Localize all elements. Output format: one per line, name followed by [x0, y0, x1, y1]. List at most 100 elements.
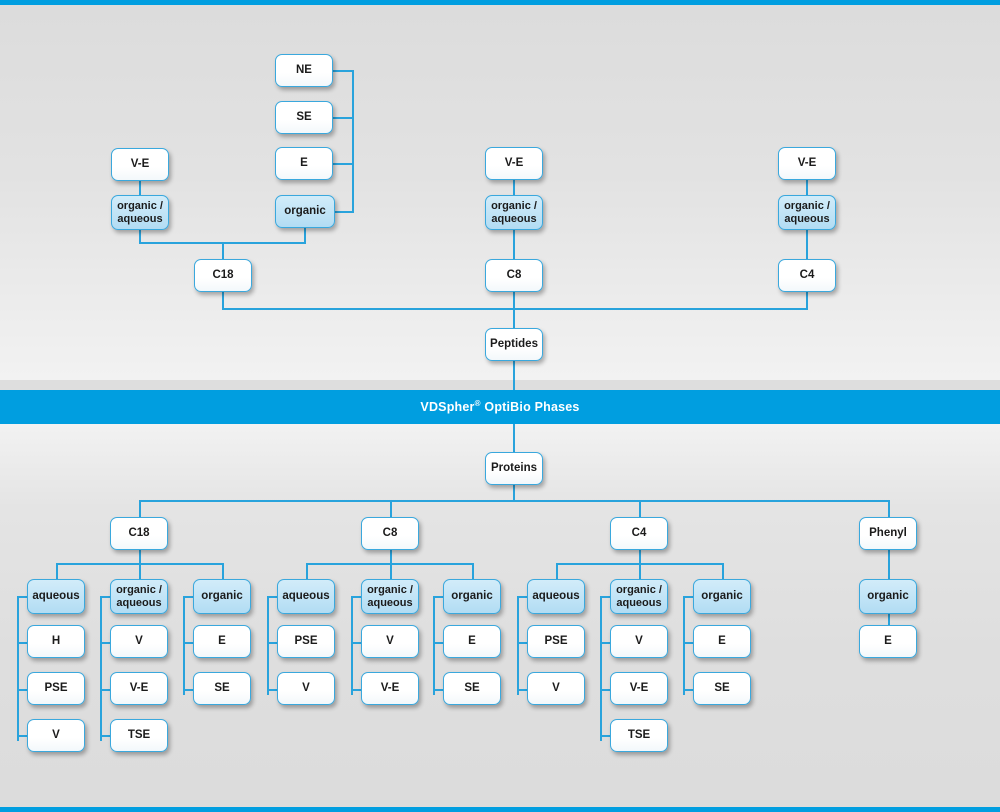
node-top-c4-mode-organic-aqueous[interactable]: organic / aqueous — [778, 195, 836, 230]
connector-c4-to-aqueous — [556, 563, 558, 579]
node-c18-orgaq-item-2[interactable]: TSE — [110, 719, 168, 752]
node-c8-mode-organic-aqueous[interactable]: organic / aqueous — [361, 579, 419, 614]
node-c18-orgaq-item-1[interactable]: V-E — [110, 672, 168, 705]
connector-c8-organic-s1 — [433, 642, 445, 644]
node-top-phase-c18[interactable]: C18 — [194, 259, 252, 292]
connector-c4-aqueous-s2 — [517, 689, 529, 691]
node-c4-mode-organic-aqueous[interactable]: organic / aqueous — [610, 579, 668, 614]
node-bottom-phase-c18[interactable]: C18 — [110, 517, 168, 550]
connector-proteins-bus — [139, 500, 889, 502]
connector-top-c18-bus-to-box — [222, 242, 224, 259]
node-c4-organic-item-0[interactable]: E — [693, 625, 751, 658]
node-c8-orgaq-item-0[interactable]: V — [361, 625, 419, 658]
connector-c18-aqueous-head — [17, 596, 29, 598]
connector-c18-aqueous-s3 — [17, 735, 29, 737]
node-top-c18-org-child-ne[interactable]: NE — [275, 54, 333, 87]
node-c8-orgaq-item-1[interactable]: V-E — [361, 672, 419, 705]
connector-c8-to-orgaq — [390, 563, 392, 579]
connector-c4-orgaq-s1 — [600, 642, 612, 644]
connector-proteins-down — [513, 485, 515, 501]
connector-bus-to-peptides — [513, 308, 515, 328]
connector-c18-orgaq-s2 — [100, 689, 112, 691]
connector-top-c18-oa-down — [139, 230, 141, 243]
node-proteins[interactable]: Proteins — [485, 452, 543, 485]
connector-c8-to-aqueous — [306, 563, 308, 579]
connector-c8-organic-s2 — [433, 689, 445, 691]
connector-c4-orgaq-s2 — [600, 689, 612, 691]
node-c4-mode-organic[interactable]: organic — [693, 579, 751, 614]
connector-c4-organic-s1 — [683, 642, 695, 644]
banner-title: VDSpher® OptiBio Phases — [420, 399, 579, 414]
connector-top-c8-oa-to-phase — [513, 230, 515, 259]
node-top-c18-mode-organic-aqueous[interactable]: organic / aqueous — [111, 195, 169, 230]
connector-c18-down — [139, 550, 141, 564]
node-peptides[interactable]: Peptides — [485, 328, 543, 361]
connector-c8-orgaq-spine — [351, 596, 353, 695]
node-top-c4-oa-child-ve[interactable]: V-E — [778, 147, 836, 180]
section-banner: VDSpher® OptiBio Phases — [0, 390, 1000, 424]
connector-c4-orgaq-spine — [600, 596, 602, 741]
connector-c8-organic-spine — [433, 596, 435, 695]
node-bottom-phase-c8[interactable]: C8 — [361, 517, 419, 550]
node-top-c8-mode-organic-aqueous[interactable]: organic / aqueous — [485, 195, 543, 230]
connector-c8-mode-bus — [306, 563, 473, 565]
connector-c18-orgaq-s1 — [100, 642, 112, 644]
connector-c8-to-organic — [472, 563, 474, 579]
connector-top-c4-to-bus — [806, 292, 808, 309]
connector-c8-aqueous-spine — [267, 596, 269, 695]
connector-c18-aqueous-spine — [17, 596, 19, 741]
connector-c18-organic-spine — [183, 596, 185, 695]
connector-c4-down — [639, 550, 641, 564]
node-c4-orgaq-item-1[interactable]: V-E — [610, 672, 668, 705]
node-c4-aqueous-item-1[interactable]: V — [527, 672, 585, 705]
node-top-c18-org-child-e[interactable]: E — [275, 147, 333, 180]
node-c4-orgaq-item-2[interactable]: TSE — [610, 719, 668, 752]
node-c4-orgaq-item-0[interactable]: V — [610, 625, 668, 658]
connector-c8-organic-head — [433, 596, 445, 598]
node-top-c18-mode-organic[interactable]: organic — [275, 195, 335, 228]
node-c18-mode-organic-aqueous[interactable]: organic / aqueous — [110, 579, 168, 614]
node-c8-aqueous-item-0[interactable]: PSE — [277, 625, 335, 658]
node-c8-mode-aqueous[interactable]: aqueous — [277, 579, 335, 614]
node-c8-aqueous-item-1[interactable]: V — [277, 672, 335, 705]
connector-top-organic-stub — [335, 211, 354, 213]
node-c18-orgaq-item-0[interactable]: V — [110, 625, 168, 658]
connector-top-c8-ve-to-oa — [513, 180, 515, 195]
node-phenyl-mode-organic[interactable]: organic — [859, 579, 917, 614]
node-c4-mode-aqueous[interactable]: aqueous — [527, 579, 585, 614]
connector-banner-to-proteins — [513, 424, 515, 452]
node-top-phase-c8[interactable]: C8 — [485, 259, 543, 292]
node-c4-organic-item-1[interactable]: SE — [693, 672, 751, 705]
connector-c18-aqueous-s1 — [17, 642, 29, 644]
node-c18-aqueous-item-2[interactable]: V — [27, 719, 85, 752]
node-c8-organic-item-1[interactable]: SE — [443, 672, 501, 705]
registered-mark-icon: ® — [474, 399, 481, 409]
node-c18-aqueous-item-0[interactable]: H — [27, 625, 85, 658]
node-c18-organic-item-1[interactable]: SE — [193, 672, 251, 705]
node-c4-aqueous-item-0[interactable]: PSE — [527, 625, 585, 658]
node-c18-organic-item-0[interactable]: E — [193, 625, 251, 658]
connector-c18-orgaq-head — [100, 596, 112, 598]
node-c18-aqueous-item-1[interactable]: PSE — [27, 672, 85, 705]
connector-top-c8-to-bus — [513, 292, 515, 309]
node-top-c8-oa-child-ve[interactable]: V-E — [485, 147, 543, 180]
connector-c4-organic-spine — [683, 596, 685, 695]
node-phenyl-organic-item-0[interactable]: E — [859, 625, 917, 658]
node-c8-organic-item-0[interactable]: E — [443, 625, 501, 658]
node-c8-mode-organic[interactable]: organic — [443, 579, 501, 614]
node-top-c18-org-child-se[interactable]: SE — [275, 101, 333, 134]
node-c18-mode-aqueous[interactable]: aqueous — [27, 579, 85, 614]
node-top-phase-c4[interactable]: C4 — [778, 259, 836, 292]
node-bottom-phase-c4[interactable]: C4 — [610, 517, 668, 550]
node-c18-mode-organic[interactable]: organic — [193, 579, 251, 614]
connector-c8-down — [390, 550, 392, 564]
connector-c18-orgaq-s3 — [100, 735, 112, 737]
connector-c4-aqueous-head — [517, 596, 529, 598]
connector-peptides-to-banner — [513, 361, 515, 392]
connector-c18-organic-head — [183, 596, 195, 598]
connector-c4-organic-head — [683, 596, 695, 598]
node-top-c18-oa-child-ve[interactable]: V-E — [111, 148, 169, 181]
connector-top-c18-ve-to-oa — [139, 181, 141, 195]
node-bottom-phase-phenyl[interactable]: Phenyl — [859, 517, 917, 550]
